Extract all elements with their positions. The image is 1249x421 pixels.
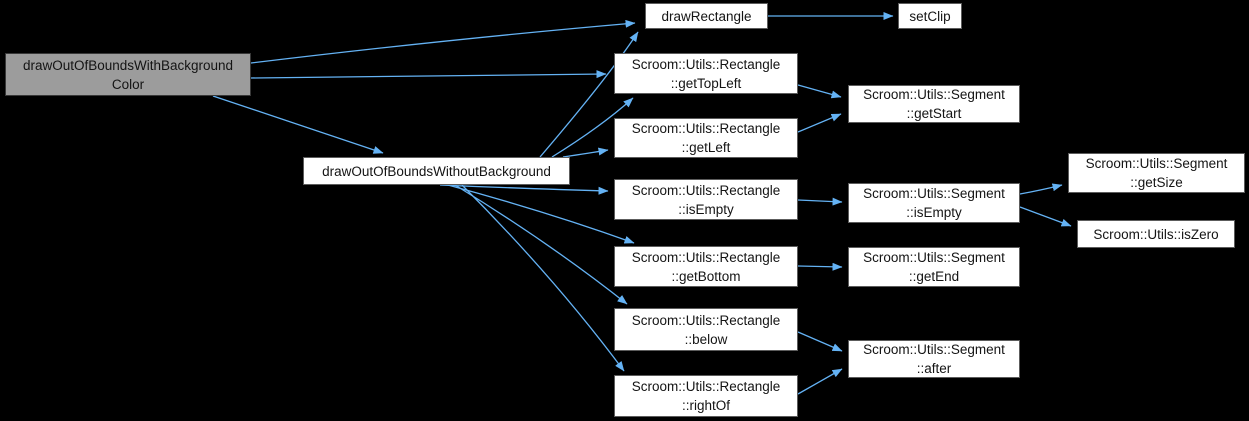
node-label-line: ::rightOf	[681, 398, 730, 413]
node-label-line: ::below	[684, 331, 728, 347]
node-rect-getTopLeft[interactable]: Scroom::Utils::Rectangle::getTopLeft	[614, 53, 798, 94]
node-seg-getStart[interactable]: Scroom::Utils::Segment::getStart	[848, 85, 1020, 123]
node-label-line: Scroom::Utils::Segment	[863, 87, 1005, 102]
node-rect-rightOf[interactable]: Scroom::Utils::Rectangle::rightOf	[614, 375, 798, 417]
edge-drawOutOfBoundsWithBackgroundColor-to-drawRectangle	[250, 19, 636, 64]
node-seg-isEmpty[interactable]: Scroom::Utils::Segment::isEmpty	[848, 183, 1020, 223]
node-label-line: Scroom::Utils::Rectangle	[631, 312, 781, 328]
node-label-line: Scroom::Utils::Rectangle	[631, 56, 781, 72]
edge-rect-getBottom-to-seg-getEnd	[797, 262, 843, 271]
node-seg-after[interactable]: Scroom::Utils::Segment::after	[848, 340, 1020, 378]
node-label-line: Scroom::Utils::Segment	[863, 250, 1005, 265]
node-label-line: setClip	[909, 8, 951, 24]
node-label-line: Scroom::Utils::Segment	[863, 342, 1005, 357]
node-label-line: ::getBottom	[671, 268, 741, 284]
edge-seg-isEmpty-to-utils-isZero	[1019, 206, 1072, 227]
node-drawOutOfBoundsWithoutBackground[interactable]: drawOutOfBoundsWithoutBackground	[303, 157, 570, 185]
edge-rect-getTopLeft-to-seg-getStart	[797, 84, 842, 99]
node-seg-getEnd[interactable]: Scroom::Utils::Segment::getEnd	[848, 247, 1020, 287]
node-drawRectangle[interactable]: drawRectangle	[645, 3, 768, 29]
node-utils-isZero[interactable]: Scroom::Utils::isZero	[1077, 220, 1235, 248]
edge-rect-getLeft-to-seg-getStart	[797, 113, 842, 133]
node-label-line: drawOutOfBoundsWithoutBackground	[322, 163, 551, 179]
node-label-line: Scroom::Utils::Segment	[863, 186, 1005, 201]
node-label-line: drawRectangle	[661, 8, 752, 24]
node-label-line: ::getLeft	[681, 140, 731, 155]
edge-drawOutOfBoundsWithBackgroundColor-to-drawOutOfBoundsWithoutBackground	[212, 95, 384, 154]
node-label-line: ::isEmpty	[906, 205, 962, 220]
edge-drawOutOfBoundsWithBackgroundColor-to-rect-getTopLeft	[250, 70, 607, 79]
node-label-line: Scroom::Utils::Rectangle	[631, 249, 781, 265]
node-label-line: Scroom::Utils::Segment	[1085, 156, 1228, 171]
edge-drawOutOfBoundsWithoutBackground-to-rect-getLeft	[562, 147, 609, 158]
node-label-line: Scroom::Utils::Rectangle	[631, 121, 781, 136]
node-label-line: drawOutOfBoundsWithBackground	[22, 57, 234, 73]
node-rect-below[interactable]: Scroom::Utils::Rectangle::below	[614, 308, 798, 351]
edge-drawOutOfBoundsWithoutBackground-to-rect-isEmpty	[439, 184, 609, 195]
node-rect-getLeft[interactable]: Scroom::Utils::Rectangle::getLeft	[614, 118, 798, 158]
edge-rect-isEmpty-to-seg-isEmpty	[797, 197, 843, 206]
node-label-line: ::getStart	[906, 106, 962, 121]
edge-drawOutOfBoundsWithoutBackground-to-rect-below	[454, 184, 628, 305]
node-label-line: Scroom::Utils::Rectangle	[631, 379, 781, 394]
edge-drawOutOfBoundsWithoutBackground-to-rect-rightOf	[461, 184, 625, 372]
node-label-line: ::isEmpty	[678, 201, 734, 217]
node-label-line: ::getTopLeft	[670, 75, 742, 91]
node-rect-isEmpty[interactable]: Scroom::Utils::Rectangle::isEmpty	[614, 179, 798, 220]
node-rect-getBottom[interactable]: Scroom::Utils::Rectangle::getBottom	[614, 246, 798, 287]
node-label-line: ::after	[916, 361, 952, 376]
node-label-line: Color	[111, 76, 145, 92]
node-label-line: Scroom::Utils::isZero	[1093, 226, 1219, 242]
edge-rect-below-to-seg-after	[797, 331, 843, 352]
node-setClip[interactable]: setClip	[898, 3, 962, 29]
edge-rect-rightOf-to-seg-after	[797, 368, 843, 395]
node-label-line: Scroom::Utils::Rectangle	[631, 182, 781, 198]
edge-seg-isEmpty-to-seg-getSize	[1019, 183, 1063, 195]
node-seg-getSize[interactable]: Scroom::Utils::Segment::getSize	[1068, 153, 1245, 193]
edge-drawOutOfBoundsWithoutBackground-to-rect-getBottom	[447, 184, 635, 244]
node-label-line: ::getEnd	[908, 269, 960, 284]
node-label-line: ::getSize	[1130, 175, 1183, 190]
